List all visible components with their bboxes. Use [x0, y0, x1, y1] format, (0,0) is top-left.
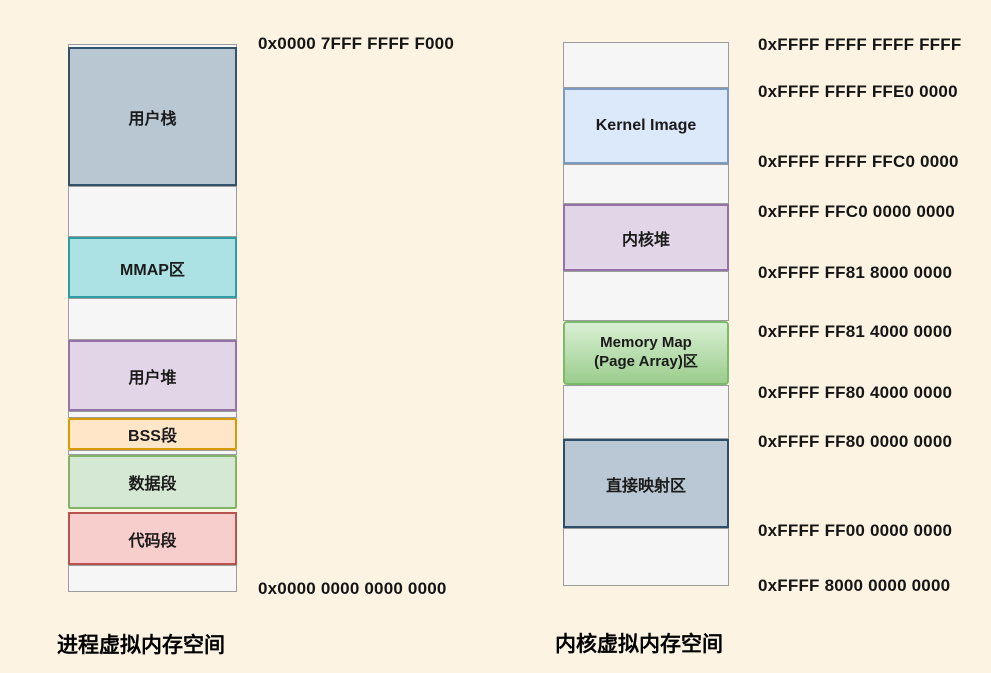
segment-user-heap: 用户堆	[68, 340, 237, 411]
segment-memory-map: Memory Map (Page Array)区	[563, 321, 729, 385]
segment-memory-map-label-line1: Memory Map	[600, 334, 692, 352]
process-bottom-address: 0x0000 0000 0000 0000	[258, 579, 447, 598]
kernel-address-5: 0xFFFF FF81 4000 0000	[758, 322, 953, 341]
process-space-caption: 进程虚拟内存空间	[57, 634, 225, 657]
segment-mmap-label: MMAP区	[120, 261, 185, 279]
segment-empty-below-stack	[68, 186, 237, 237]
segment-kernel-heap: 内核堆	[563, 204, 729, 271]
segment-memory-map-label-line2: (Page Array)区	[594, 353, 698, 370]
segment-empty-top-right	[563, 42, 729, 88]
segment-empty-below-mmap	[68, 298, 237, 340]
process-top-address: 0x0000 7FFF FFFF F000	[258, 34, 454, 53]
kernel-address-3: 0xFFFF FFC0 0000 0000	[758, 202, 955, 221]
segment-kernel-image-label: Kernel Image	[595, 117, 697, 134]
segment-user-stack-label: 用户栈	[128, 110, 177, 128]
kernel-address-0: 0xFFFF FFFF FFFF FFFF	[758, 35, 962, 54]
segment-data-label: 数据段	[128, 476, 177, 493]
segment-empty-below-kernel-heap	[563, 271, 729, 321]
kernel-address-2: 0xFFFF FFFF FFC0 0000	[758, 152, 959, 171]
kernel-address-8: 0xFFFF FF00 0000 0000	[758, 521, 953, 540]
segment-memory-map-label: Memory Map (Page Array)区	[594, 334, 698, 372]
segment-empty-bottom-left	[68, 565, 237, 592]
segment-bss-label: BSS段	[128, 428, 177, 445]
kernel-address-4: 0xFFFF FF81 8000 0000	[758, 263, 953, 282]
segment-user-stack: 用户栈	[68, 47, 237, 186]
segment-empty-below-kernel-image	[563, 164, 729, 204]
kernel-address-6: 0xFFFF FF80 4000 0000	[758, 383, 953, 402]
segment-direct-mapping: 直接映射区	[563, 439, 729, 528]
kernel-space-caption: 内核虚拟内存空间	[555, 633, 723, 656]
segment-kernel-image: Kernel Image	[563, 88, 729, 164]
segment-gap-bss-data	[68, 450, 237, 455]
segment-bss: BSS段	[68, 418, 237, 450]
segment-code: 代码段	[68, 512, 237, 565]
kernel-address-9: 0xFFFF 8000 0000 0000	[758, 576, 951, 595]
segment-data: 数据段	[68, 455, 237, 509]
segment-empty-below-memory-map	[563, 385, 729, 439]
segment-mmap: MMAP区	[68, 237, 237, 298]
kernel-address-7: 0xFFFF FF80 0000 0000	[758, 432, 953, 451]
segment-empty-bottom-right	[563, 528, 729, 586]
segment-direct-mapping-label: 直接映射区	[605, 477, 686, 495]
segment-kernel-heap-label: 内核堆	[621, 231, 670, 249]
segment-user-heap-label: 用户堆	[128, 369, 177, 387]
kernel-address-1: 0xFFFF FFFF FFE0 0000	[758, 82, 958, 101]
segment-gap-heap-bss	[68, 411, 237, 418]
segment-code-label: 代码段	[128, 532, 177, 550]
